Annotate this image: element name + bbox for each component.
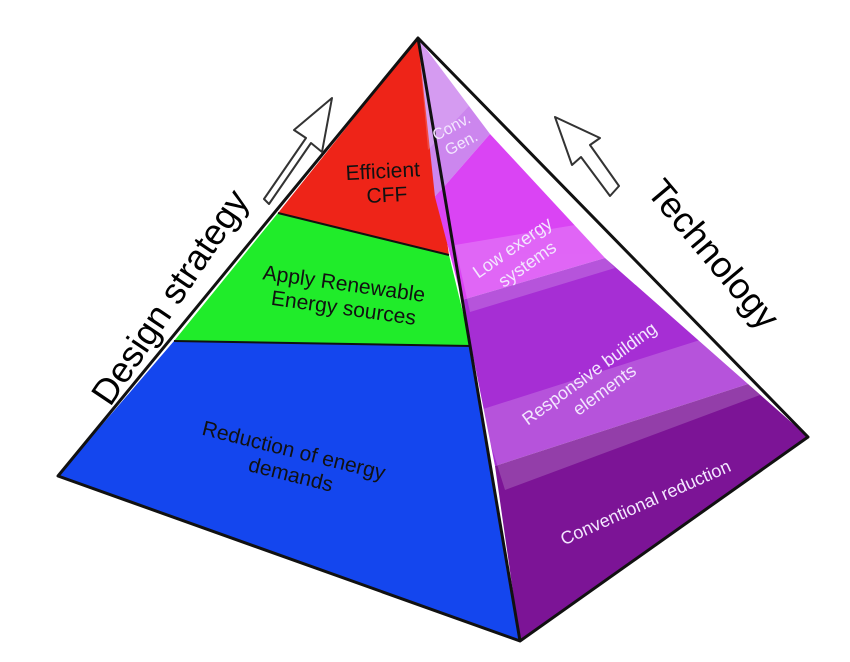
pyramid-outline bbox=[56, 36, 810, 643]
left-layer-efficient-cff bbox=[278, 38, 449, 255]
label-efficient-cff: Efficient CFF bbox=[345, 158, 428, 209]
left-arrow-icon bbox=[263, 97, 333, 205]
right-layer-conventional bbox=[495, 384, 808, 641]
left-layer-reduction bbox=[58, 341, 520, 641]
right-layer-conv-gen bbox=[418, 38, 490, 197]
right-face bbox=[418, 38, 808, 641]
left-face bbox=[58, 38, 520, 641]
left-layer-renewable bbox=[174, 213, 471, 346]
right-layer-responsive bbox=[462, 258, 748, 466]
right-arrow-icon bbox=[554, 116, 620, 197]
right-layer-low-exergy bbox=[435, 134, 605, 300]
right-face-bands bbox=[418, 38, 760, 490]
